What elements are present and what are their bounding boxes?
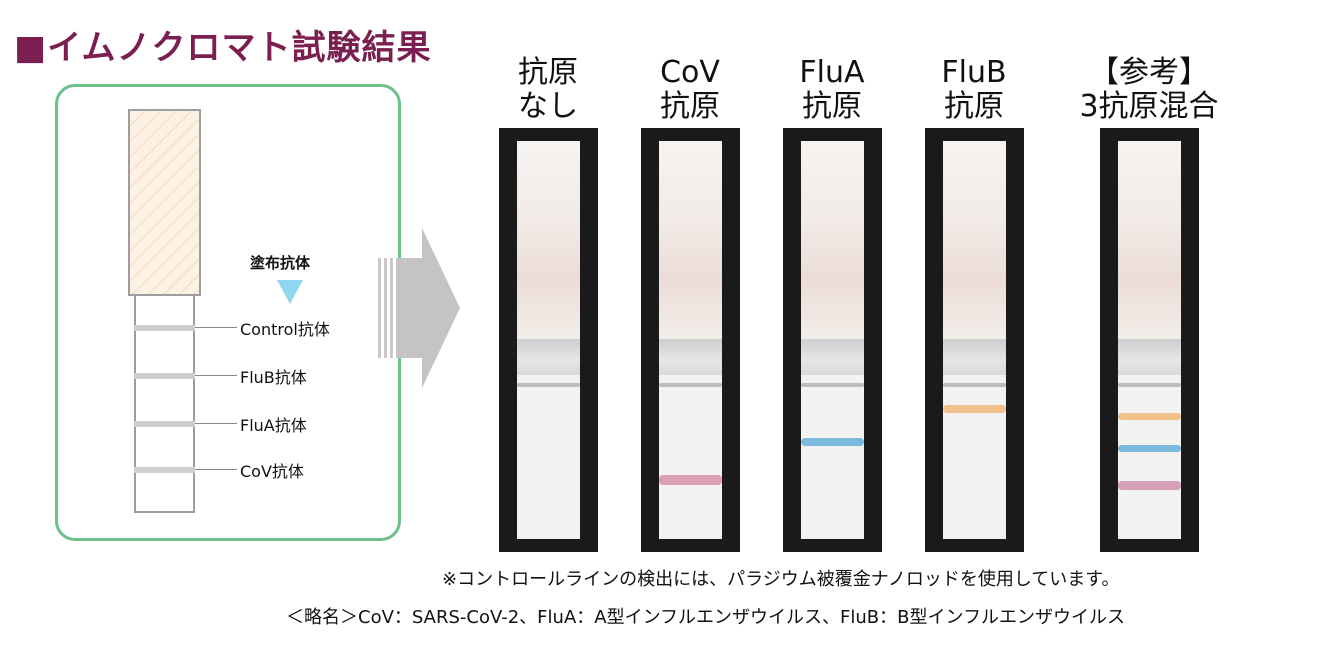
footnote: ※コントロールラインの検出には、パラジウム被覆金ナノロッドを使用しています。 [442, 569, 1120, 590]
leader-line [195, 327, 237, 328]
leader-line [195, 375, 237, 376]
control-band [134, 325, 195, 331]
label-control-antibody: Control抗体 [240, 320, 330, 339]
strip-photo-mixed [1100, 128, 1199, 552]
strip-photo-flub [925, 128, 1024, 552]
leader-line [195, 469, 237, 470]
column-header-no-antigen: 抗原なし [518, 55, 578, 124]
column-header-mixed-antigen: 【参考】3抗原混合 [1079, 55, 1219, 124]
control-line [659, 383, 722, 387]
leader-line [195, 423, 237, 424]
sample-pad [128, 109, 201, 296]
flua-test-line [801, 438, 864, 446]
flua-band [134, 421, 195, 427]
cov-test-line [659, 475, 722, 485]
label-cov-antibody: CoV抗体 [240, 462, 304, 481]
test-strip-body [134, 296, 195, 513]
strip-photo-flua [783, 128, 882, 552]
control-line [943, 383, 1006, 387]
control-line [1118, 383, 1181, 387]
control-line [801, 383, 864, 387]
strip-photo-cov [641, 128, 740, 552]
schematic-panel [55, 84, 401, 541]
label-flua-antibody: FluA抗体 [240, 416, 307, 435]
label-flub-antibody: FluB抗体 [240, 368, 307, 387]
flub-test-line [943, 405, 1006, 413]
flua-test-line [1118, 445, 1181, 452]
right-arrow-icon [378, 228, 460, 388]
down-triangle-icon [277, 280, 303, 304]
strip-photo-no-antigen [499, 128, 598, 552]
page-title: ■イムノクロマト試験結果 [14, 28, 432, 68]
flub-band [134, 373, 195, 379]
coating-antibody-label: 塗布抗体 [250, 254, 311, 272]
cov-band [134, 467, 195, 473]
control-line [517, 383, 580, 387]
flub-test-line [1118, 413, 1181, 420]
cov-test-line [1118, 481, 1181, 490]
abbreviations: ＜略名＞CoV：SARS-CoV-2、FluA：A型インフルエンザウイルス、Fl… [286, 607, 1125, 628]
